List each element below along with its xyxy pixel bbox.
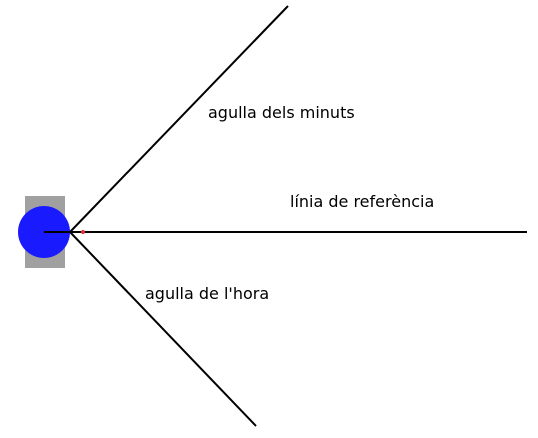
reference-line-label: línia de referència: [290, 192, 435, 211]
hour-hand-label: agulla de l'hora: [145, 284, 270, 303]
hour-hand-line: [69, 231, 257, 427]
minute-hand-line: [69, 5, 289, 233]
minute-hand-label: agulla dels minuts: [208, 103, 355, 122]
center-marker: [81, 230, 85, 234]
